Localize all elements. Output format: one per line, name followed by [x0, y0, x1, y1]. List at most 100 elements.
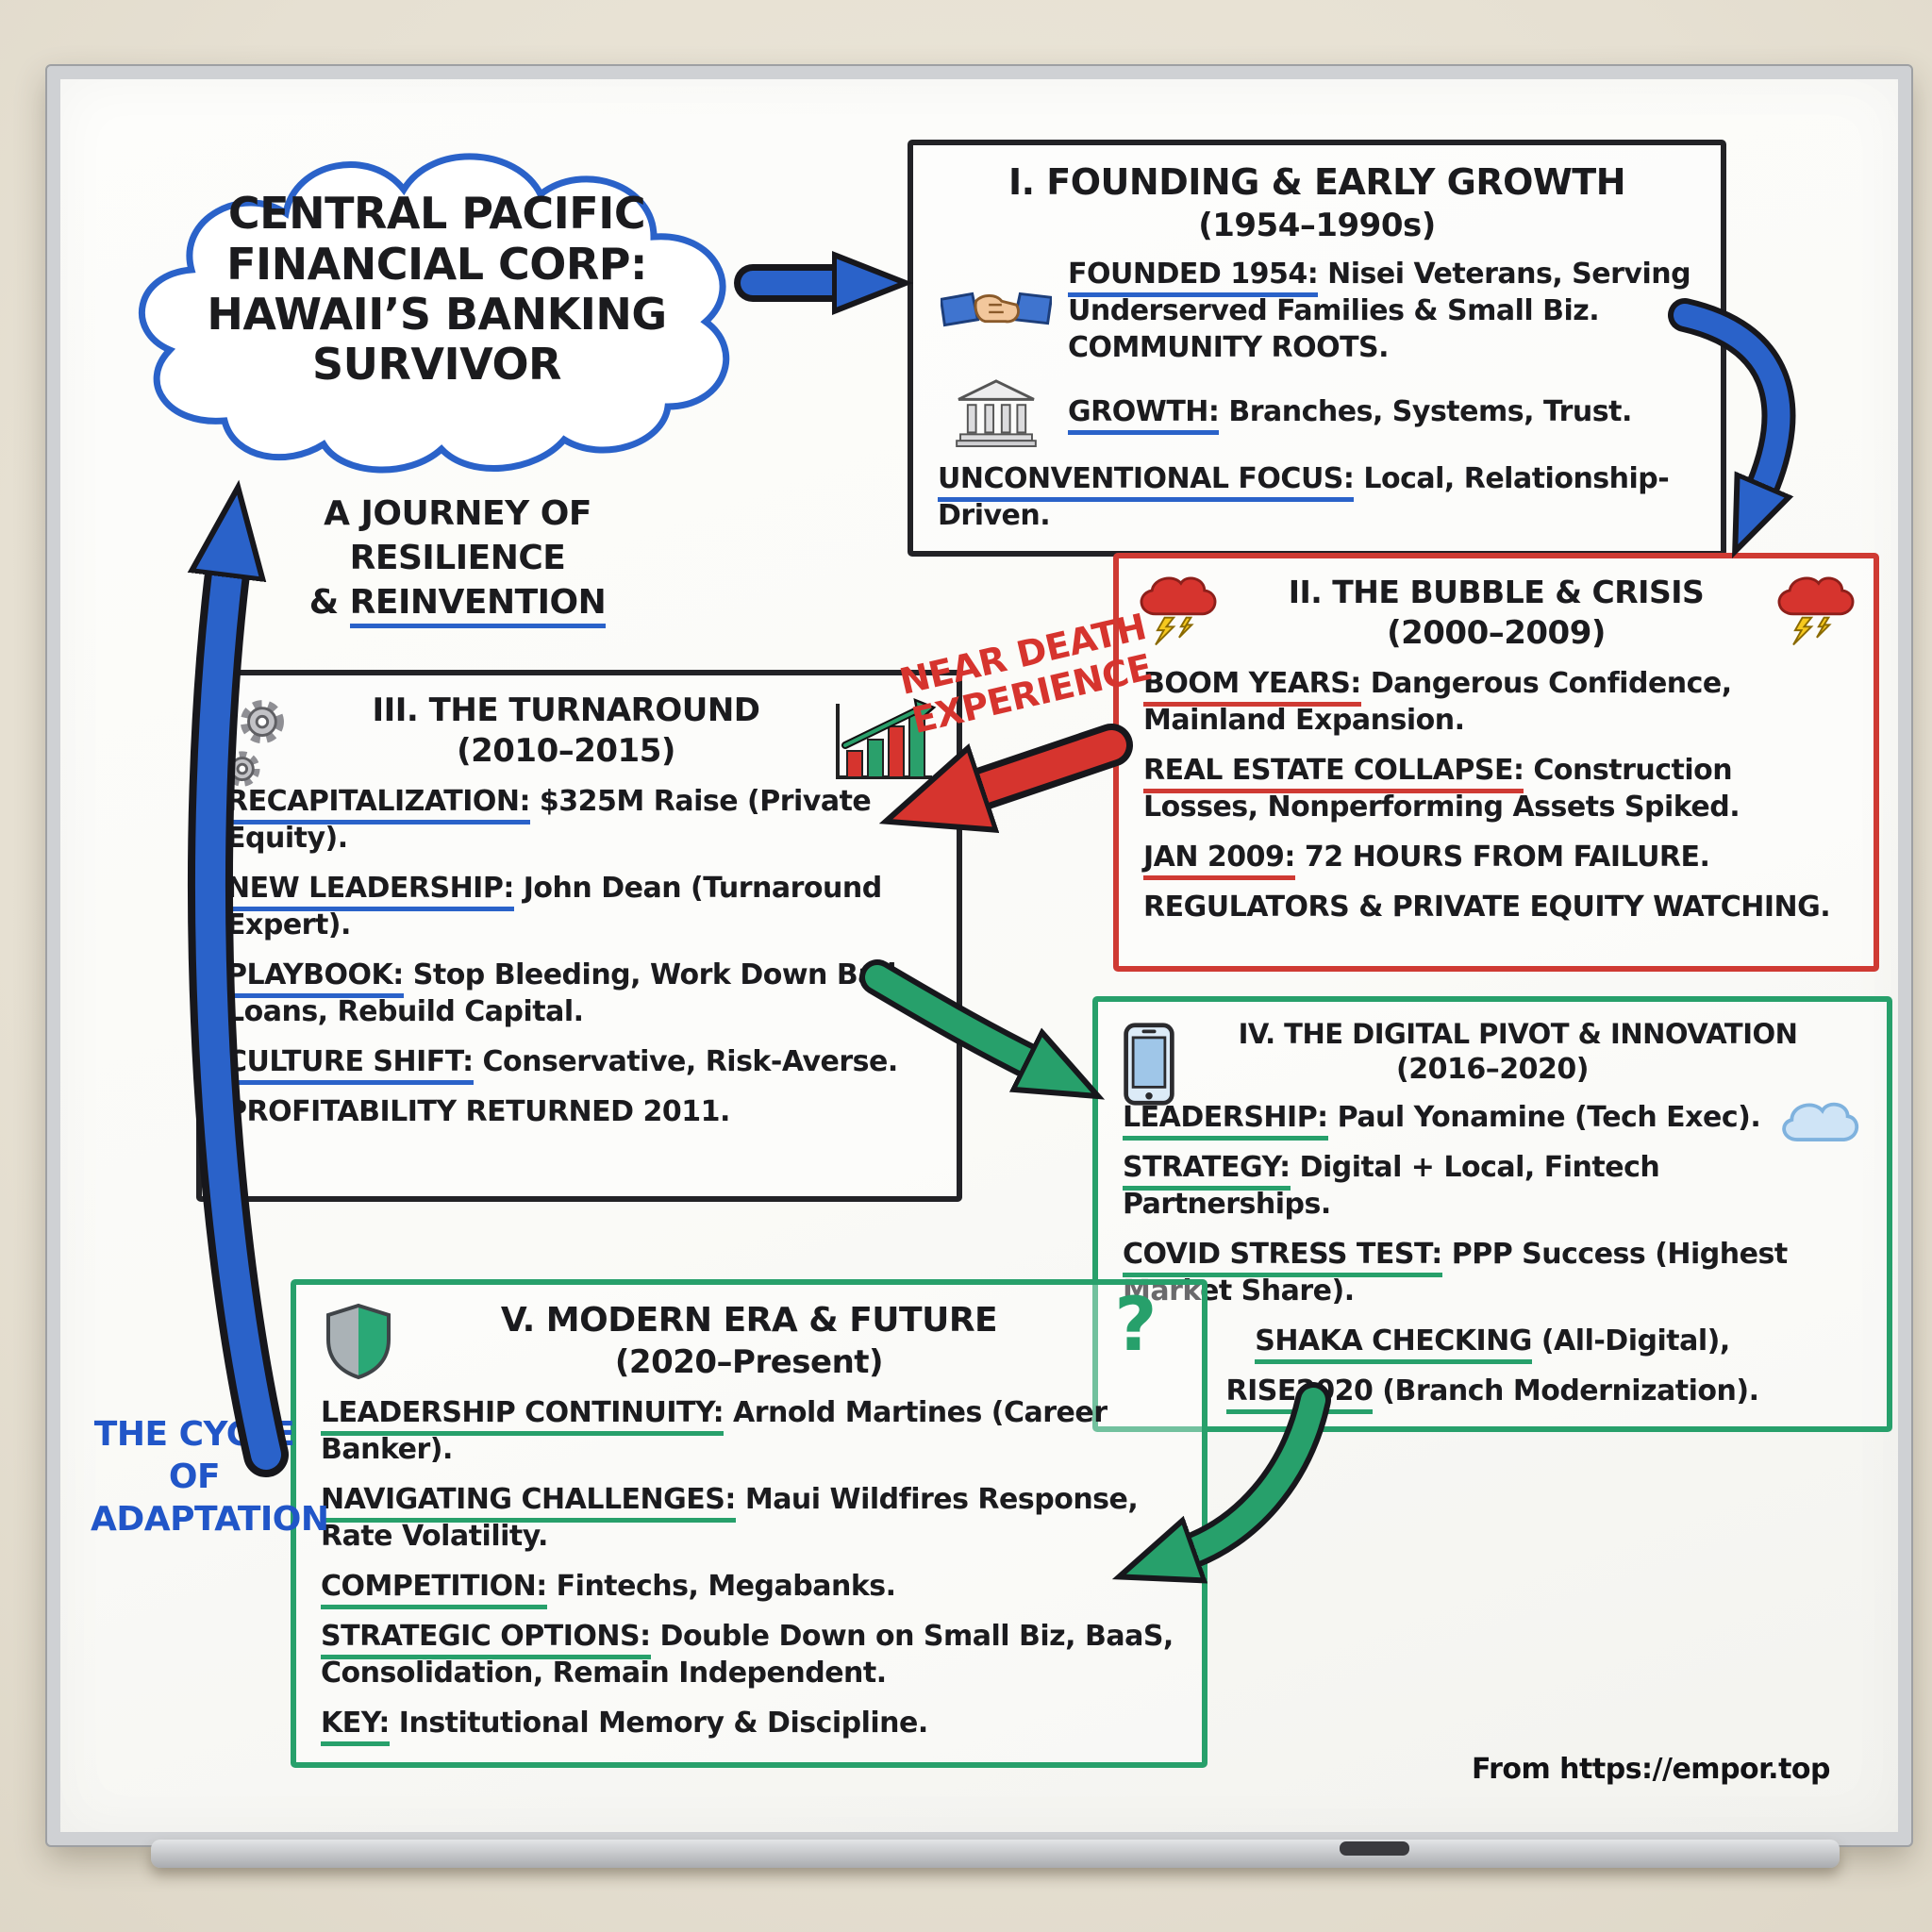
item-text: 72 HOURS FROM FAILURE.	[1294, 840, 1710, 874]
item-text: Institutional Memory & Discipline.	[389, 1707, 928, 1740]
box-founding-early-growth: I. FOUNDING & EARLY GROWTH (1954–1990s) …	[908, 140, 1726, 557]
title-cloud: CENTRAL PACIFIC FINANCIAL CORP: HAWAII’S…	[111, 109, 762, 485]
item-label: FOUNDED 1954:	[1068, 257, 1319, 297]
storm-cloud-icon	[1772, 572, 1858, 655]
handshake-icon	[938, 274, 1055, 347]
item-text: (All-Digital),	[1531, 1324, 1730, 1358]
question-mark: ?	[1114, 1283, 1157, 1368]
list-item: LEADERSHIP CONTINUITY: Arnold Martines (…	[321, 1394, 1177, 1468]
item-text: Nisei Veterans, Serving Underserved Fami…	[1068, 257, 1691, 364]
cloud-icon	[1777, 1092, 1860, 1151]
item-label: GROWTH:	[1068, 395, 1220, 436]
item-label: RISE2020	[1225, 1374, 1374, 1415]
item-text: Branches, Systems, Trust.	[1219, 395, 1632, 429]
title-line: FINANCIAL CORP:	[226, 238, 647, 290]
smartphone-icon	[1121, 1021, 1177, 1111]
box5-title: V. MODERN ERA & FUTURE	[500, 1301, 998, 1340]
box3-title: III. THE TURNAROUND	[372, 691, 760, 729]
list-item: STRATEGY: Digital + Local, Fintech Partn…	[1123, 1149, 1862, 1223]
item-label: LEADERSHIP:	[1123, 1101, 1328, 1141]
box1-years: (1954–1990s)	[1198, 206, 1436, 244]
box2-title: II. THE BUBBLE & CRISIS	[1288, 574, 1705, 610]
list-item: LEADERSHIP: Paul Yonamine (Tech Exec).	[1123, 1099, 1862, 1141]
item-label: CULTURE SHIFT:	[226, 1045, 474, 1086]
item-text: REGULATORS & PRIVATE EQUITY WATCHING.	[1143, 890, 1831, 924]
item-label: NEW LEADERSHIP:	[226, 872, 514, 912]
whiteboard-tray	[151, 1840, 1840, 1868]
item-text: Construction Losses, Nonperforming Asset…	[1143, 753, 1740, 824]
cycle-line: ADAPTATION	[91, 1500, 329, 1539]
list-item: KEY: Institutional Memory & Discipline.	[321, 1705, 1177, 1747]
list-item: SHAKA CHECKING (All-Digital),	[1123, 1323, 1862, 1365]
cycle-line: THE CYCLE	[93, 1415, 295, 1454]
item-text: Paul Yonamine (Tech Exec).	[1327, 1101, 1761, 1135]
item-label: KEY:	[321, 1707, 390, 1747]
item-label: UNCONVENTIONAL FOCUS:	[938, 461, 1355, 502]
item-label: NAVIGATING CHALLENGES:	[321, 1483, 736, 1524]
subtitle-line2: & REINVENTION	[212, 581, 703, 628]
list-item: REGULATORS & PRIVATE EQUITY WATCHING.	[1143, 889, 1849, 925]
item-label: JAN 2009:	[1143, 840, 1295, 880]
bank-building-icon	[938, 377, 1055, 447]
item-text: PROFITABILITY RETURNED 2011.	[226, 1095, 730, 1129]
title-line: CENTRAL PACIFIC	[227, 188, 646, 240]
marker-on-tray	[1340, 1841, 1409, 1856]
item-label: LEADERSHIP CONTINUITY:	[321, 1396, 724, 1437]
title-line: HAWAII’S BANKING	[207, 289, 667, 340]
list-item: STRATEGIC OPTIONS: Double Down on Small …	[321, 1618, 1177, 1691]
subtitle-line1: A JOURNEY OF RESILIENCE	[324, 494, 591, 577]
list-item: PLAYBOOK: Stop Bleeding, Work Down Bad L…	[226, 957, 932, 1030]
list-item: UNCONVENTIONAL FOCUS: Local, Relationshi…	[938, 460, 1696, 534]
box1-title: I. FOUNDING & EARLY GROWTH	[1008, 161, 1626, 203]
list-item: REAL ESTATE COLLAPSE: Construction Losse…	[1143, 752, 1849, 825]
box4-title: IV. THE DIGITAL PIVOT & INNOVATION	[1238, 1018, 1798, 1050]
item-text: Digital + Local, Fintech Partnerships.	[1123, 1151, 1660, 1222]
item-label: BOOM YEARS:	[1143, 666, 1361, 707]
list-item: JAN 2009: 72 HOURS FROM FAILURE.	[1143, 839, 1849, 880]
list-item: BOOM YEARS: Dangerous Confidence, Mainla…	[1143, 665, 1849, 739]
cycle-of-adaptation-label: THE CYCLE OF ADAPTATION	[91, 1413, 329, 1541]
cycle-line: OF	[168, 1457, 221, 1496]
cloud-outline-icon	[138, 153, 730, 474]
storm-cloud-icon	[1134, 572, 1221, 655]
box-turnaround: III. THE TURNAROUND (2010–2015) RECAPITA…	[196, 670, 962, 1202]
item-label: COMPETITION:	[321, 1570, 547, 1610]
list-item: NAVIGATING CHALLENGES: Maui Wildfires Re…	[321, 1481, 1177, 1555]
box-modern-era-future: ? V. MODERN ERA & FUTURE (2020–Present) …	[291, 1279, 1208, 1768]
list-item: CULTURE SHIFT: Conservative, Risk-Averse…	[226, 1043, 932, 1086]
item-label: COVID STRESS TEST:	[1123, 1238, 1442, 1278]
item-label: SHAKA CHECKING	[1255, 1324, 1532, 1365]
list-item: COVID STRESS TEST: PPP Success (Highest …	[1123, 1236, 1862, 1309]
item-text: (Branch Modernization).	[1373, 1374, 1759, 1408]
subtitle: A JOURNEY OF RESILIENCE & REINVENTION	[212, 492, 703, 628]
item-label: STRATEGIC OPTIONS:	[321, 1620, 651, 1660]
item-text: Local, Relationship-Driven.	[938, 461, 1670, 532]
page-title: CENTRAL PACIFIC FINANCIAL CORP: HAWAII’S…	[111, 109, 762, 485]
item-text: Conservative, Risk-Averse.	[473, 1045, 899, 1079]
item-label: PLAYBOOK:	[226, 958, 404, 999]
box2-years: (2000–2009)	[1387, 613, 1606, 652]
item-text: Double Down on Small Biz, BaaS, Consolid…	[321, 1620, 1174, 1690]
list-item: FOUNDED 1954: Nisei Veterans, Serving Un…	[1068, 256, 1696, 366]
attribution-text: From https://empor.top	[1472, 1753, 1831, 1786]
item-label: STRATEGY:	[1123, 1151, 1291, 1191]
box1-row-growth: GROWTH: Branches, Systems, Trust.	[938, 377, 1696, 447]
list-item: COMPETITION: Fintechs, Megabanks.	[321, 1568, 1177, 1610]
box-bubble-crisis: II. THE BUBBLE & CRISIS (2000–2009) BOOM…	[1113, 553, 1879, 972]
box3-years: (2010–2015)	[457, 732, 675, 771]
item-text: Fintechs, Megabanks.	[546, 1570, 896, 1604]
list-item: RISE2020 (Branch Modernization).	[1123, 1373, 1862, 1415]
item-text: Arnold Martines (Career Banker).	[321, 1396, 1108, 1467]
item-label: REAL ESTATE COLLAPSE:	[1143, 753, 1524, 793]
shield-icon	[323, 1302, 394, 1385]
item-text: Dangerous Confidence, Mainland Expansion…	[1143, 666, 1732, 737]
ampersand: &	[308, 582, 350, 622]
box1-row-founded: FOUNDED 1954: Nisei Veterans, Serving Un…	[938, 256, 1696, 366]
box4-years: (2016–2020)	[1396, 1053, 1589, 1087]
list-item: NEW LEADERSHIP: John Dean (Turnaround Ex…	[226, 870, 932, 943]
list-item: GROWTH: Branches, Systems, Trust.	[1068, 393, 1696, 436]
list-item: PROFITABILITY RETURNED 2011.	[226, 1093, 932, 1130]
item-text: Maui Wildfires Response, Rate Volatility…	[321, 1483, 1139, 1554]
subtitle-underlined: REINVENTION	[349, 582, 607, 628]
title-line: SURVIVOR	[312, 339, 561, 391]
